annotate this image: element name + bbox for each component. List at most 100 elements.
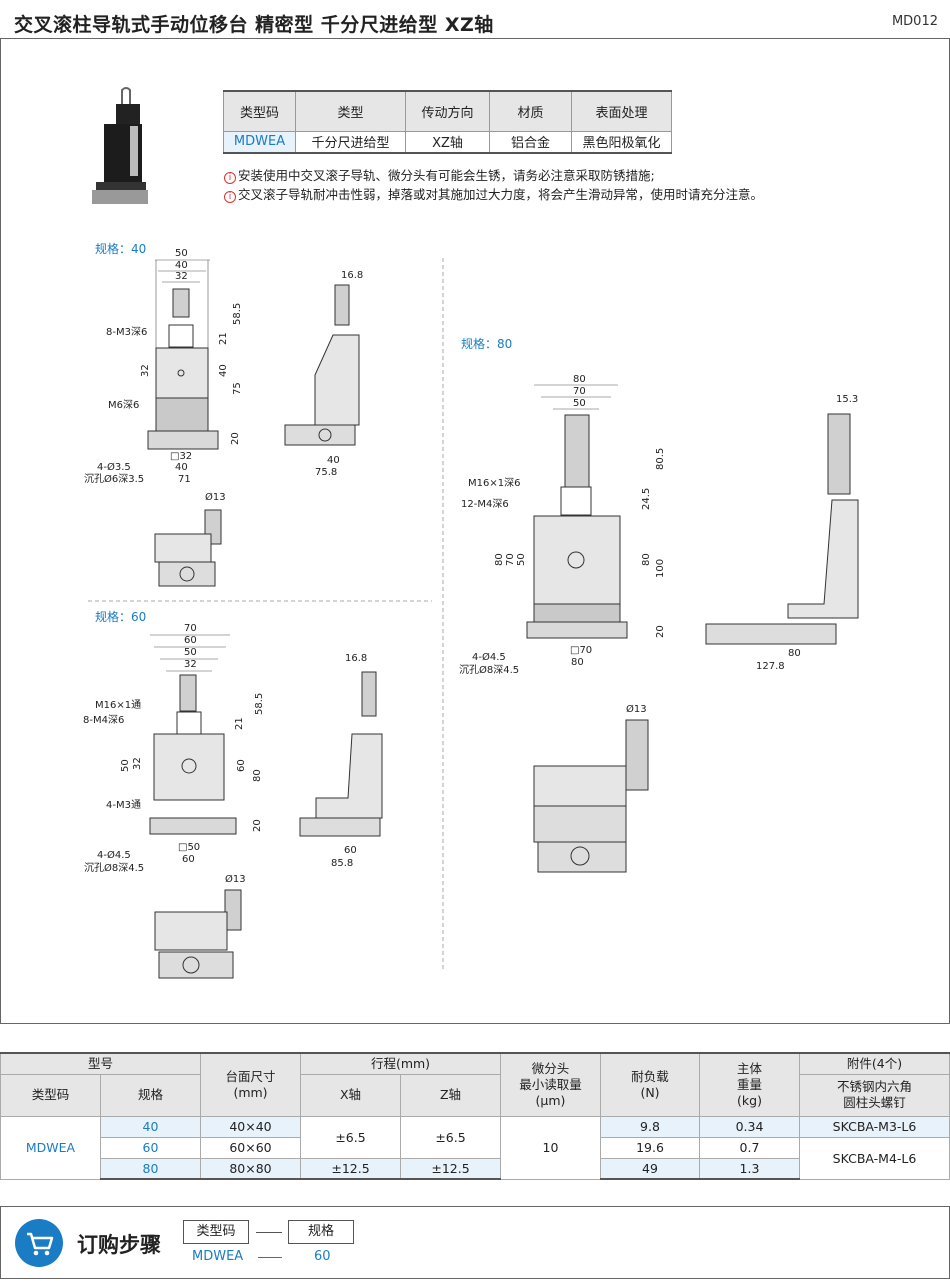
type-spec-table: 类型码 类型 传动方向 材质 表面处理 MDWEA 千分尺进给型 XZ轴 铝合金… <box>223 90 672 154</box>
th-weight: 主体 重量 (kg) <box>699 1052 800 1117</box>
drawing-40-front: 50 40 32 8-M3深6 M6深6 58.5 21 75 40 32 20… <box>84 248 243 485</box>
cell-load-40: 9.8 <box>600 1115 700 1138</box>
spec-label-60: 规格：60 <box>95 610 147 624</box>
th-load: 耐负载 (N) <box>600 1052 700 1117</box>
order-value-type: MDWEA <box>192 1249 244 1264</box>
dim-40-h58: 58.5 <box>232 303 243 325</box>
th-direction: 传动方向 <box>405 90 490 132</box>
cell-table-60: 60×60 <box>200 1136 301 1159</box>
cell-spec-40: 40 <box>100 1115 201 1138</box>
drawing-80-side: 15.3 80 127.8 <box>705 394 859 672</box>
catalog-code: MD012 <box>891 14 938 29</box>
dim-60-w50: 50 <box>184 647 197 658</box>
drawing-40-side: 16.8 40 75.8 <box>284 270 363 478</box>
dim-40-w50: 50 <box>175 248 188 259</box>
dim-80-b70: □70 <box>570 645 592 656</box>
dim-60-w32: 32 <box>184 659 197 670</box>
drawing-60-front: 70 60 50 32 M16×1通 8-M4深6 4-M3通 58.5 21 … <box>83 623 265 874</box>
spec-label-40: 规格：40 <box>95 242 147 256</box>
cell-material: 铝合金 <box>489 130 572 154</box>
dim-40-h21: 21 <box>218 332 229 345</box>
dim-60-h50: 50 <box>120 759 131 772</box>
dim-60-w60: 60 <box>184 635 197 646</box>
dim-60-m16: M16×1通 <box>95 699 141 711</box>
dim-60-b60: 60 <box>182 854 195 865</box>
dim-80-side-b80: 80 <box>788 648 801 659</box>
dim-80-top-dia: Ø13 <box>626 703 647 715</box>
th-model: 型号 <box>0 1052 201 1075</box>
dim-80-h80: 80.5 <box>655 448 666 470</box>
dim-40-h40: 40 <box>218 364 229 377</box>
cell-load-60: 19.6 <box>600 1136 700 1159</box>
cell-table-80: 80×80 <box>200 1157 301 1180</box>
dim-60-h58: 58.5 <box>254 693 265 715</box>
th-surface: 表面处理 <box>571 90 672 132</box>
th-spec: 规格 <box>100 1073 201 1117</box>
order-step-type: 类型码 <box>183 1220 249 1244</box>
th-z-axis: Z轴 <box>400 1073 501 1117</box>
dim-60-b50: □50 <box>178 842 200 853</box>
th-type: 类型 <box>295 90 406 132</box>
th-type-code-2: 类型码 <box>0 1073 101 1117</box>
dim-80-m16: M16×1深6 <box>468 477 520 489</box>
dim-60-side-top: 16.8 <box>345 653 367 664</box>
drawing-40-top: Ø13 <box>154 491 226 587</box>
dim-80-b80: 80 <box>571 657 584 668</box>
cell-stroke-x-large: ±12.5 <box>300 1157 401 1180</box>
dim-80-w80: 80 <box>573 374 586 385</box>
dim-40-w40: 40 <box>175 260 188 271</box>
dim-80-hr80: 80 <box>641 553 652 566</box>
drawing-80-top: Ø13 <box>533 703 649 873</box>
cell-acc-2: SKCBA-M4-L6 <box>799 1136 950 1180</box>
cell-spec-60: 60 <box>100 1136 201 1159</box>
dim-60-side-b60: 60 <box>344 845 357 856</box>
dim-40-h32: 32 <box>140 364 151 377</box>
dim-40-m6: M6深6 <box>108 399 139 411</box>
dim-60-hole: 8-M4深6 <box>83 714 124 726</box>
dim-40-w32: 32 <box>175 271 188 282</box>
spec-label-80: 规格：80 <box>461 337 513 351</box>
cell-stroke-z-large: ±12.5 <box>400 1157 501 1180</box>
dim-60-h80: 80 <box>252 769 263 782</box>
dim-80-h20: 20 <box>655 625 666 638</box>
cell-type: 千分尺进给型 <box>295 130 406 154</box>
dim-60-h32: 32 <box>132 757 143 770</box>
order-title: 订购步骤 <box>77 1233 161 1257</box>
dim-40-hole: 8-M3深6 <box>106 326 147 338</box>
order-connector <box>256 1232 282 1233</box>
cell-weight-80: 1.3 <box>699 1157 800 1180</box>
info-icon: i <box>224 172 236 184</box>
dim-60-side-b85: 85.8 <box>331 858 353 869</box>
cell-type-code: MDWEA <box>223 130 296 154</box>
th-accessory: 附件(4个) <box>799 1052 950 1075</box>
dim-60-m3: 4-M3通 <box>106 799 141 811</box>
dim-80-hole: 12-M4深6 <box>461 498 509 510</box>
dim-80-hl50: 50 <box>516 553 527 566</box>
dim-40-top-dia: Ø13 <box>205 491 226 503</box>
cell-table-40: 40×40 <box>200 1115 301 1138</box>
order-value-connector <box>258 1257 282 1258</box>
dim-80-w70: 70 <box>573 386 586 397</box>
cart-icon <box>15 1219 63 1267</box>
dim-40-b32: □32 <box>170 451 192 462</box>
cell-stroke-x-small: ±6.5 <box>300 1115 401 1159</box>
dim-60-h20: 20 <box>252 819 263 832</box>
dim-80-h100: 100 <box>655 559 666 578</box>
dim-40-h20: 20 <box>230 432 241 445</box>
model-table: 型号 台面尺寸 (mm) 行程(mm) 微分头 最小读取量 (μm) 耐负载 (… <box>0 1052 950 1180</box>
drawing-dividers <box>88 258 444 970</box>
page-title: 交叉滚柱导轨式手动位移台 精密型 千分尺进给型 XZ轴 <box>14 14 494 36</box>
drawing-60-side: 16.8 60 85.8 <box>299 653 383 869</box>
cell-weight-60: 0.7 <box>699 1136 800 1159</box>
dim-60-mount2: 沉孔Ø8深4.5 <box>84 861 144 874</box>
cell-micro: 10 <box>500 1115 601 1180</box>
th-x-axis: X轴 <box>300 1073 401 1117</box>
product-photo <box>92 87 148 204</box>
info-icon: i <box>224 191 236 203</box>
dim-80-side-top: 15.3 <box>836 394 858 405</box>
dim-80-h24: 24.5 <box>641 488 652 510</box>
dim-80-side-b127: 127.8 <box>756 661 785 672</box>
dim-40-side-top: 16.8 <box>341 270 363 281</box>
